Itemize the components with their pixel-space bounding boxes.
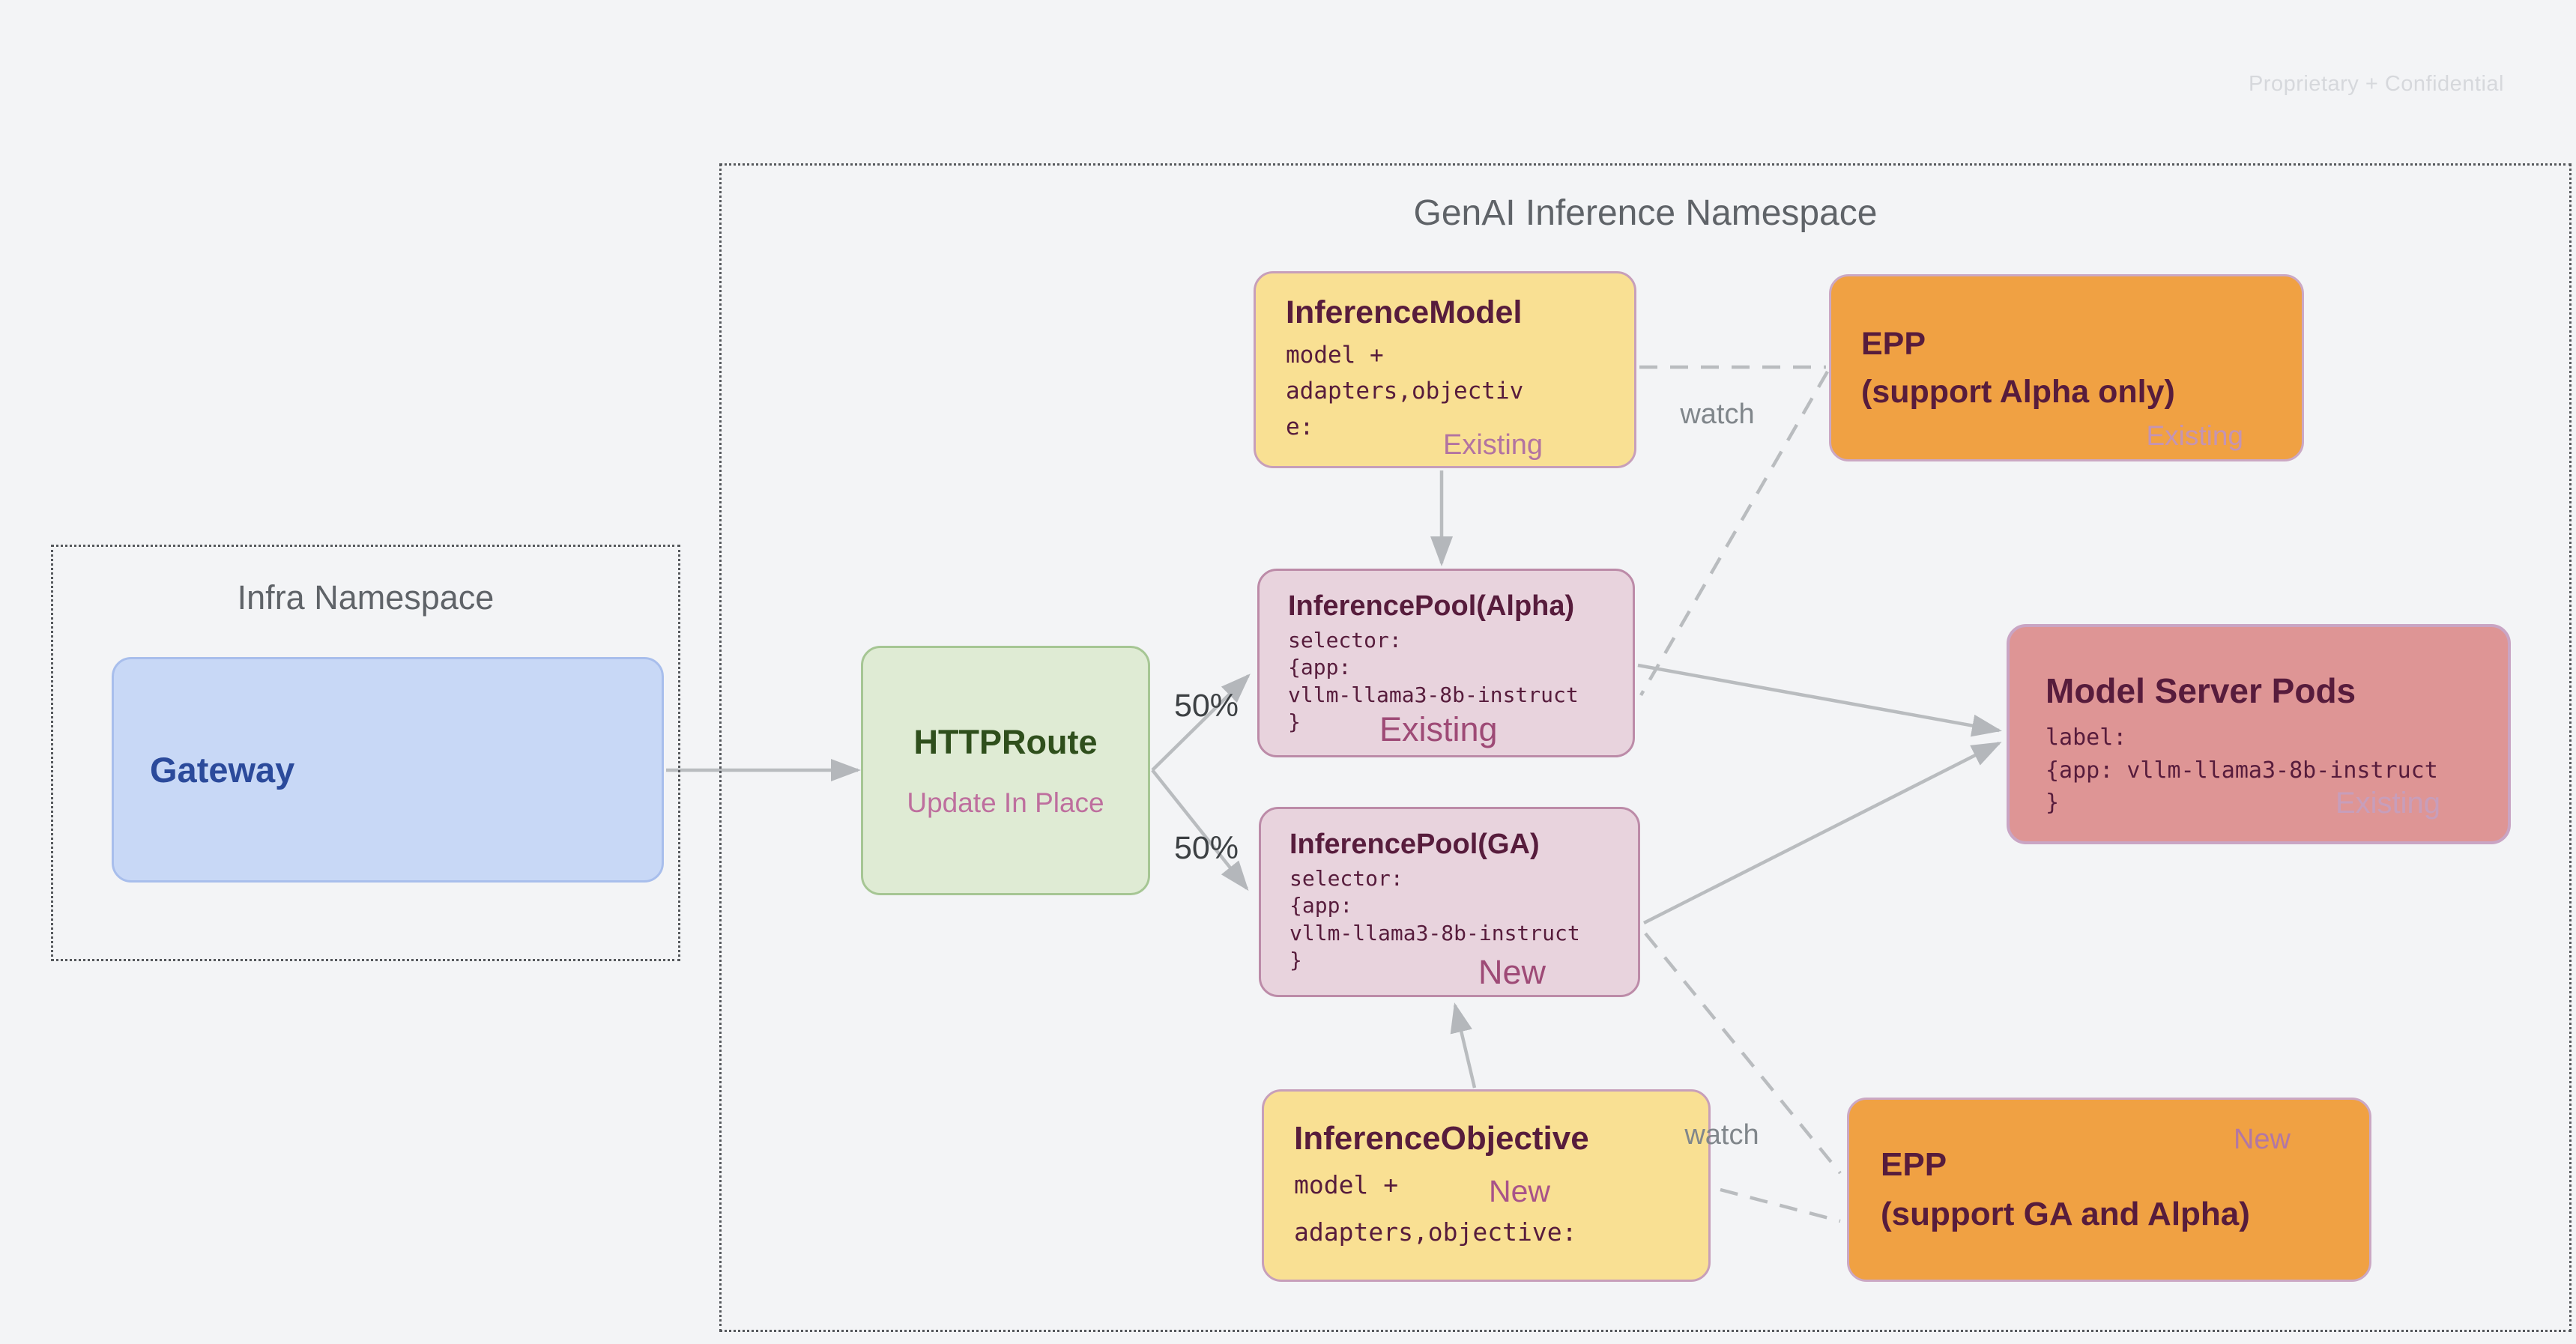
genai-namespace-container[interactable]: GenAI Inference Namespace [719, 163, 2572, 1332]
inference-objective-title: InferenceObjective [1294, 1120, 1589, 1157]
edge-httproute-to-pool-ga [1151, 769, 1249, 892]
infra-namespace-container[interactable]: Infra Namespace [51, 545, 680, 961]
model-server-pods-title: Model Server Pods [2046, 671, 2356, 710]
inference-model-code: model + adapters,objectiv e: [1286, 342, 1524, 441]
node-epp-ga[interactable]: EPP (support GA and Alpha) New [1847, 1098, 2371, 1282]
edge-pool-ga-watch-epp-ga [1644, 932, 1842, 1175]
edge-pool-ga-to-pods [1642, 741, 2002, 925]
epp-ga-subtitle: (support GA and Alpha) [1881, 1196, 2250, 1232]
node-model-server-pods[interactable]: Model Server Pods label: {app: vllm-llam… [2007, 624, 2511, 844]
epp-ga-status-badge: New [2233, 1124, 2291, 1155]
traffic-split-top-label: 50% [1173, 688, 1239, 724]
edge-httproute-to-pool-alpha [1151, 673, 1251, 772]
inference-model-title: InferenceModel [1286, 294, 1523, 330]
node-gateway[interactable]: Gateway [112, 657, 664, 883]
epp-alpha-subtitle: (support Alpha only) [1861, 374, 2175, 410]
pool-ga-status-badge: New [1478, 953, 1546, 991]
edge-objective-to-pool-ga [1450, 1002, 1477, 1089]
edge-objective-watch-epp-ga [1720, 1187, 1841, 1223]
httproute-title: HTTPRoute [913, 722, 1098, 761]
model-server-pods-status-badge: Existing [2335, 787, 2440, 820]
pool-ga-title: InferencePool(GA) [1289, 829, 1540, 860]
confidential-note: Proprietary + Confidential [2248, 72, 2504, 96]
node-inference-model[interactable]: InferenceModel model + adapters,objectiv… [1254, 271, 1636, 468]
watch-bottom-label: watch [1684, 1119, 1759, 1151]
watch-top-label: watch [1680, 399, 1755, 430]
edge-epp-alpha-watch-pool-alpha [1639, 370, 1829, 697]
epp-alpha-status-badge: Existing [2146, 420, 2243, 451]
httproute-subtitle: Update In Place [907, 787, 1104, 818]
genai-namespace-title: GenAI Inference Namespace [1413, 193, 1878, 233]
pool-alpha-title: InferencePool(Alpha) [1288, 590, 1575, 622]
node-epp-alpha[interactable]: EPP (support Alpha only) Existing [1829, 274, 2304, 461]
pool-alpha-status-badge: Existing [1379, 710, 1498, 748]
inference-model-status-badge: Existing [1443, 429, 1544, 461]
node-httproute[interactable]: HTTPRoute Update In Place [861, 646, 1150, 895]
epp-alpha-title: EPP [1861, 325, 1926, 362]
inference-objective-status-badge: New [1489, 1174, 1551, 1208]
pool-alpha-code: selector: {app: vllm-llama3-8b-instruct … [1288, 628, 1579, 735]
epp-ga-title: EPP [1881, 1146, 1947, 1183]
node-inference-pool-ga[interactable]: InferencePool(GA) selector: {app: vllm-l… [1259, 807, 1640, 997]
node-inference-pool-alpha[interactable]: InferencePool(Alpha) selector: {app: vll… [1257, 569, 1635, 757]
inference-objective-code: model + adapters,objective: [1294, 1170, 1577, 1247]
gateway-title: Gateway [150, 750, 295, 790]
traffic-split-bottom-label: 50% [1173, 830, 1239, 866]
pool-ga-code: selector: {app: vllm-llama3-8b-instruct … [1289, 866, 1580, 973]
model-server-pods-code: label: {app: vllm-llama3-8b-instruct } [2046, 724, 2438, 816]
edge-pool-alpha-to-pods [1637, 663, 2002, 737]
node-inference-objective[interactable]: InferenceObjective model + adapters,obje… [1262, 1089, 1711, 1282]
infra-namespace-title: Infra Namespace [237, 578, 495, 617]
